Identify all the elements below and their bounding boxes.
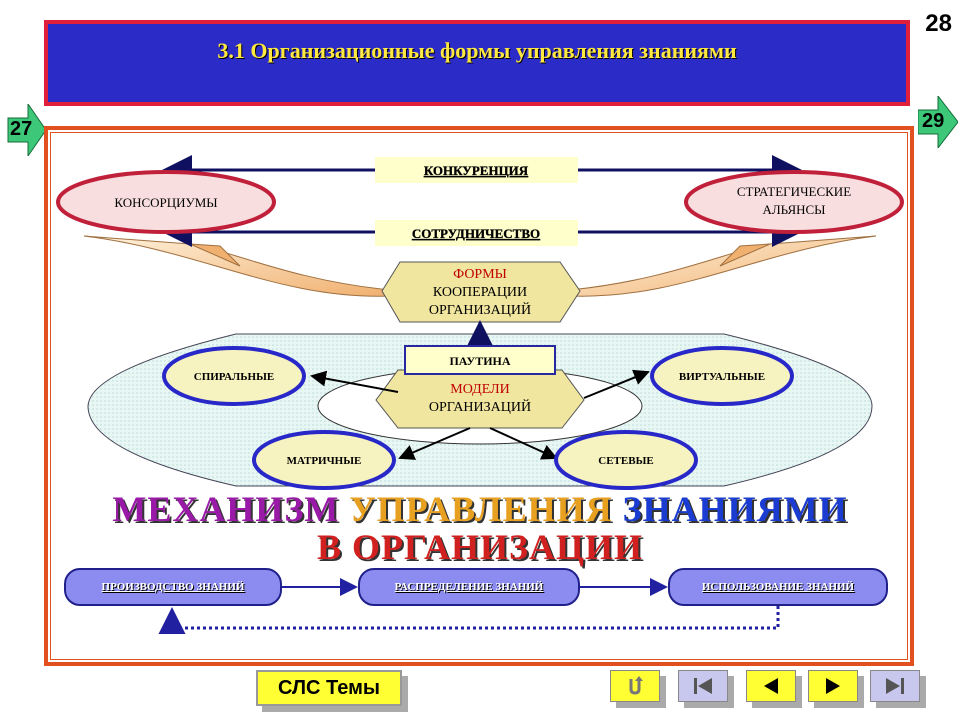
right-wing-tip [719, 243, 771, 267]
mechanism-word-1: МЕХАНИЗМ [112, 489, 340, 529]
prev-slide-number: 27 [10, 118, 33, 140]
page-number: 28 [925, 10, 952, 37]
matrix-model-label: МАТРИЧНЫЕ [287, 455, 362, 467]
competition-label-box [375, 157, 578, 183]
web-label-box [404, 345, 556, 375]
slide-title: 3.1 Организационные формы управления зна… [217, 38, 737, 63]
virtual-model-ellipse [650, 346, 794, 406]
left-wing-tip [189, 243, 241, 267]
previous-slide-button[interactable] [746, 670, 796, 702]
spiral-model-ellipse [162, 346, 306, 406]
left-wing-shape [83, 235, 391, 297]
knowledge-usage-box[interactable]: ИСПОЛЬЗОВАНИЕ ЗНАНИЙ [668, 568, 888, 606]
alliances-label-line2: АЛЬЯНСЫ [762, 202, 825, 217]
virtual-model-label: ВИРТУАЛЬНЫЕ [679, 371, 765, 383]
next-slide-icon [826, 678, 840, 694]
first-slide-button[interactable] [678, 670, 728, 702]
previous-slide-icon [764, 678, 778, 694]
organization-models-hexagon [375, 369, 585, 429]
matrix-model-ellipse [252, 430, 396, 490]
cooperation-forms-hexagon [381, 261, 581, 323]
consortiums-label: КОНСОРЦИУМЫ [114, 195, 217, 210]
spiral-model-label: СПИРАЛЬНЫЕ [194, 371, 274, 383]
competition-label: КОНКУРЕНЦИЯ [424, 163, 529, 178]
next-arrow-icon [917, 94, 959, 150]
forms-label-line1: ФОРМЫ [453, 267, 507, 282]
alliances-ellipse [684, 170, 904, 234]
knowledge-production-box[interactable]: ПРОИЗВОДСТВО ЗНАНИЙ [64, 568, 282, 606]
last-slide-button[interactable] [870, 670, 920, 702]
cooperation-label: СОТРУДНИЧЕСТВО [412, 226, 540, 241]
alliances-label-line1: СТРАТЕГИЧЕСКИЕ [737, 184, 851, 199]
next-slide-number: 29 [922, 110, 945, 132]
topics-button[interactable]: СЛС Темы [256, 670, 402, 706]
slide-title-bar: 3.1 Организационные формы управления зна… [44, 20, 910, 106]
web-label: ПАУТИНА [449, 354, 510, 368]
knowledge-distribution-box[interactable]: РАСПРЕДЕЛЕНИЕ ЗНАНИЙ [358, 568, 580, 606]
right-wing-shape [569, 235, 877, 297]
next-slide-button[interactable] [808, 670, 858, 702]
last-slide-icon [886, 678, 904, 694]
mechanism-word-5: ОРГАНИЗАЦИИ [352, 527, 643, 567]
mechanism-word-2: УПРАВЛЕНИЯ [349, 489, 613, 529]
prev-slide-arrow[interactable]: 27 [6, 102, 47, 158]
arrow-to-network [489, 427, 558, 460]
first-slide-icon [694, 678, 712, 694]
return-button[interactable] [610, 670, 660, 702]
consortiums-ellipse [56, 170, 276, 234]
models-label-line1: МОДЕЛИ [450, 382, 509, 397]
forms-label-line3: ОРГАНИЗАЦИЙ [429, 301, 531, 318]
mechanism-word-4: В [317, 527, 343, 567]
prev-arrow-icon [7, 102, 47, 158]
mechanism-word-3: ЗНАНИЯМИ [622, 489, 848, 529]
cooperation-label-box [375, 220, 578, 246]
mechanism-title-line1: МЕХАНИЗМ УПРАВЛЕНИЯ ЗНАНИЯМИ [0, 488, 960, 530]
network-model-label: СЕТЕВЫЕ [598, 455, 653, 467]
mechanism-title-line2: В ОРГАНИЗАЦИИ [0, 526, 960, 568]
arrow-to-spiral [310, 370, 399, 393]
arrow-to-matrix [398, 427, 471, 460]
models-label-line2: ОРГАНИЗАЦИЙ [429, 398, 531, 415]
forms-label-line2: КООПЕРАЦИИ [433, 285, 527, 300]
network-model-ellipse [554, 430, 698, 490]
return-icon [629, 676, 643, 695]
feedback-loop-arrow [158, 606, 780, 634]
arrow-to-virtual [583, 369, 650, 399]
next-slide-arrow[interactable]: 29 [917, 94, 959, 150]
